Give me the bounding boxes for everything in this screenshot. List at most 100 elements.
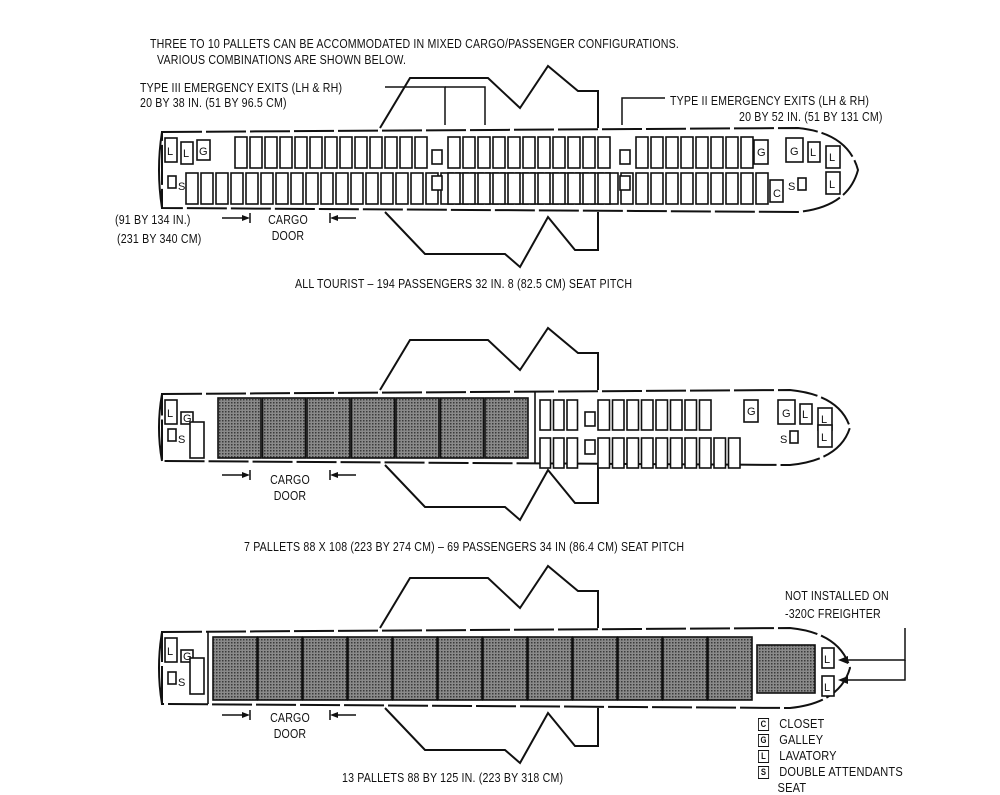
seat: [597, 399, 611, 431]
pallet: [257, 636, 303, 701]
seat: [234, 136, 248, 169]
seat: [597, 136, 611, 169]
tail-outline: [158, 393, 163, 462]
galley-symbol: G: [757, 147, 766, 159]
cargo-door-label: CARGO: [270, 711, 310, 725]
small-seat: [431, 175, 443, 191]
arrow-head: [242, 215, 250, 221]
caption-all-tourist: ALL TOURIST – 194 PASSENGERS 32 IN. 8 (8…: [295, 277, 633, 291]
seat: [740, 136, 754, 169]
galley: [785, 137, 804, 163]
seat: [597, 172, 611, 205]
lavatory-symbol: L: [821, 432, 827, 444]
pallet: [302, 636, 348, 701]
arrow-head: [242, 472, 250, 478]
seat: [320, 172, 334, 205]
seat: [447, 136, 461, 169]
pallet: [392, 636, 438, 701]
seat: [230, 172, 244, 205]
seat: [567, 172, 581, 205]
seat: [680, 172, 694, 205]
lavatory-symbol: L: [810, 147, 816, 159]
arrow-head: [330, 712, 338, 718]
lavatory-symbol: L: [829, 179, 835, 191]
lavatory: [821, 647, 835, 669]
pallet: [527, 636, 573, 701]
pallet: [484, 397, 529, 459]
caption-7-pallets: 7 PALLETS 88 X 108 (223 BY 274 CM) – 69 …: [244, 540, 685, 554]
pallet: [217, 397, 262, 459]
fuselage-outline: [161, 388, 852, 467]
legend-symbol: S: [758, 766, 770, 780]
seat: [309, 136, 323, 169]
cargo-door-label: CARGO: [270, 473, 310, 487]
pallet: [212, 636, 258, 701]
closet: [189, 421, 205, 459]
cargo-door-label: DOOR: [271, 229, 305, 243]
arrow-head: [330, 215, 338, 221]
seat: [339, 136, 353, 169]
fuselage-outline: [161, 126, 860, 214]
pallet: [756, 644, 816, 694]
lavatory-symbol: L: [821, 414, 827, 426]
seat: [698, 399, 712, 431]
lavatory-symbol: L: [802, 409, 808, 421]
galley-symbol: G: [747, 406, 756, 418]
seat: [640, 437, 654, 469]
seat: [695, 172, 709, 205]
not-installed-note: -320C FREIGHTER: [785, 607, 881, 621]
legend-symbol: C: [758, 718, 770, 732]
closet-symbol: C: [773, 188, 781, 200]
seat: [611, 399, 625, 431]
attendant-seat: [167, 671, 177, 685]
small-seat: [619, 149, 631, 165]
lavatory-symbol: L: [167, 146, 173, 158]
arrow-head: [838, 676, 848, 684]
lavatory: [164, 399, 178, 425]
galley-symbol: G: [790, 146, 799, 158]
seat: [410, 172, 424, 205]
seat: [477, 172, 491, 205]
seat: [597, 437, 611, 469]
seat: [324, 136, 338, 169]
seat: [350, 172, 364, 205]
galley-symbol: G: [183, 651, 192, 663]
pallet: [347, 636, 393, 701]
seat: [640, 399, 654, 431]
lavatory-symbol: L: [829, 152, 835, 164]
seat: [710, 172, 724, 205]
type2-exit-label: TYPE II EMERGENCY EXITS (LH & RH): [670, 94, 870, 108]
seat: [567, 136, 581, 169]
seat: [492, 136, 506, 169]
seat: [414, 136, 428, 169]
seat: [507, 172, 521, 205]
legend-symbol: [758, 783, 767, 794]
lavatory-symbol: L: [183, 148, 189, 160]
legend-symbol: L: [758, 750, 770, 764]
fuselage-outline: [161, 626, 852, 710]
cargo-door-label: DOOR: [273, 489, 307, 503]
lavatory-symbol: L: [167, 408, 173, 420]
seat: [626, 399, 640, 431]
cargo-door-size-cm: (231 BY 340 CM): [117, 232, 202, 246]
galley: [196, 139, 211, 161]
lavatory: [180, 141, 194, 165]
attendant-seat: [167, 175, 177, 189]
seat: [755, 172, 769, 205]
galley-symbol: G: [199, 146, 208, 158]
attendant-seat: [789, 430, 799, 444]
small-seat: [431, 149, 443, 165]
galley-symbol: G: [782, 408, 791, 420]
seat: [727, 437, 741, 469]
note-leader: [845, 628, 906, 661]
seat: [698, 437, 712, 469]
legend-label: DOUBLE ATTENDANTS: [779, 764, 903, 779]
wing-bottom: [384, 211, 599, 269]
seat: [680, 136, 694, 169]
seat: [713, 437, 727, 469]
seat: [522, 136, 536, 169]
seat: [275, 172, 289, 205]
